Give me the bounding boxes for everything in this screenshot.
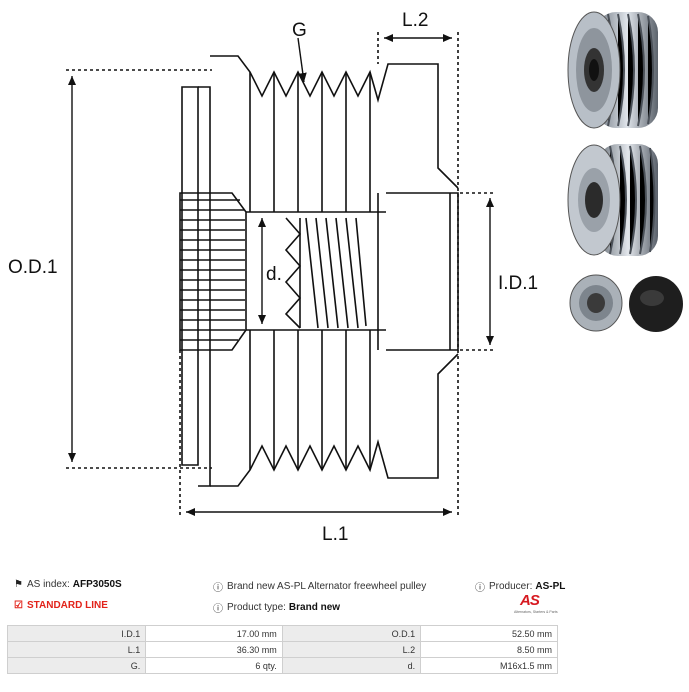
checkbox-icon: ☑ bbox=[14, 600, 23, 611]
product-type-label: Product type: bbox=[227, 602, 286, 613]
as-pl-logo: AS Alternators, Starters & Parts bbox=[514, 592, 562, 616]
description-text: Brand new AS-PL Alternator freewheel pul… bbox=[227, 581, 427, 592]
tag-icon: ⚑ bbox=[14, 579, 23, 590]
table-row: G. 6 qty. d. M16x1.5 mm bbox=[6, 657, 558, 674]
info-icon: ⓘ bbox=[213, 604, 223, 615]
table-row: I.D.1 17.00 mm O.D.1 52.50 mm bbox=[6, 625, 558, 642]
spec-label: d. bbox=[281, 657, 422, 674]
logo-tagline: Alternators, Starters & Parts bbox=[514, 610, 558, 614]
as-index-row: ⚑ AS index: AFP3050S bbox=[14, 579, 122, 590]
pulley-side-view bbox=[567, 144, 658, 256]
specs-table: I.D.1 17.00 mm O.D.1 52.50 mm L.1 36.30 … bbox=[6, 625, 558, 674]
producer-label: Producer: bbox=[489, 581, 533, 592]
spec-label: I.D.1 bbox=[6, 625, 147, 642]
dimension-arrows bbox=[68, 34, 494, 516]
spec-value: 36.30 mm bbox=[145, 641, 283, 658]
spec-label: L.1 bbox=[6, 641, 147, 658]
pulley-cap-accessory bbox=[569, 274, 683, 332]
as-index-label: AS index: bbox=[26, 579, 70, 590]
label-l2: L.2 bbox=[402, 10, 428, 31]
label-id1: I.D.1 bbox=[498, 273, 538, 294]
spec-value: 8.50 mm bbox=[420, 641, 558, 658]
spec-label: L.2 bbox=[281, 641, 422, 658]
label-g: G bbox=[292, 20, 307, 41]
extension-lines bbox=[66, 32, 496, 516]
description-row: ⓘ Brand new AS-PL Alternator freewheel p… bbox=[213, 579, 426, 594]
label-od1: O.D.1 bbox=[8, 257, 58, 278]
spec-value: 6 qty. bbox=[145, 657, 283, 674]
producer-row: ⓘ Producer: AS-PL bbox=[475, 579, 565, 594]
pulley-front-view bbox=[567, 11, 658, 129]
info-icon: ⓘ bbox=[475, 583, 485, 594]
as-index-value: AFP3050S bbox=[72, 579, 122, 590]
spec-value: 52.50 mm bbox=[420, 625, 558, 642]
spec-value: M16x1.5 mm bbox=[420, 657, 558, 674]
product-type-row: ⓘ Product type: Brand new bbox=[213, 600, 340, 615]
spec-label: O.D.1 bbox=[281, 625, 422, 642]
producer-value: AS-PL bbox=[535, 581, 566, 592]
technical-drawing: G L.2 O.D.1 I.D.1 d. L.1 bbox=[8, 10, 538, 545]
spec-label: G. bbox=[6, 657, 147, 674]
logo-mark: AS bbox=[520, 592, 540, 609]
info-icon: ⓘ bbox=[213, 583, 223, 594]
product-type-value: Brand new bbox=[288, 602, 341, 613]
table-row: L.1 36.30 mm L.2 8.50 mm bbox=[6, 641, 558, 658]
standard-line-row: ☑ STANDARD LINE bbox=[14, 600, 108, 611]
label-d: d. bbox=[266, 264, 282, 285]
label-l1: L.1 bbox=[322, 524, 348, 545]
pulley-outline bbox=[179, 55, 459, 487]
standard-line-label: STANDARD LINE bbox=[26, 600, 108, 611]
spec-value: 17.00 mm bbox=[145, 625, 283, 642]
